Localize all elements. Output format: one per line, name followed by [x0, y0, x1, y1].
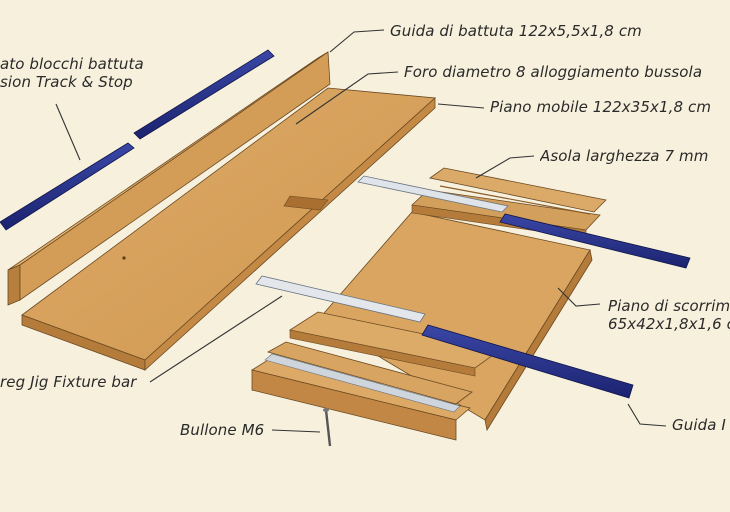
guida-di-battuta-board: [7, 51, 331, 306]
leader-lines: [55, 29, 667, 433]
leader-piano-scorrimento: [557, 287, 601, 307]
leader-guida-battuta: [329, 29, 385, 53]
label-foro: Foro diametro 8 alloggiamento bussola: [404, 64, 703, 81]
label-guida-right: Guida I: [672, 417, 726, 434]
leader-track-left: [55, 103, 81, 161]
label-guida-battuta: Guida di battuta 122x5,5x1,8 cm: [390, 23, 642, 40]
track-and-stop-left: [0, 49, 275, 231]
label-piano-mobile: Piano mobile 122x35x1,8 cm: [490, 99, 712, 116]
label-bullone: Bullone M6: [180, 422, 265, 439]
piano-mobile-board: [21, 87, 436, 371]
label-fixture-bar: reg Jig Fixture bar: [0, 374, 137, 391]
label-asola: Asola larghezza 7 mm: [540, 148, 709, 165]
leader-foro: [295, 71, 399, 125]
guida-tracks-right: [421, 213, 691, 399]
leader-asola: [475, 155, 535, 179]
leader-bullone: [271, 429, 321, 433]
aluminium-rails: [255, 175, 509, 413]
label-track-left-2: sion Track & Stop: [0, 74, 133, 91]
label-piano-scorrimento-2: 65x42x1,8x1,6 c: [608, 316, 730, 333]
label-track-left-1: ato blocchi battuta: [0, 56, 144, 73]
leader-fixture-bar: [149, 295, 283, 383]
bullone-m6-bolt: [323, 408, 332, 447]
lower-strips: [250, 311, 501, 441]
label-piano-scorrimento-1: Piano di scorrim: [608, 298, 730, 315]
leader-guida-right: [627, 403, 667, 427]
leader-piano-mobile: [437, 103, 485, 109]
